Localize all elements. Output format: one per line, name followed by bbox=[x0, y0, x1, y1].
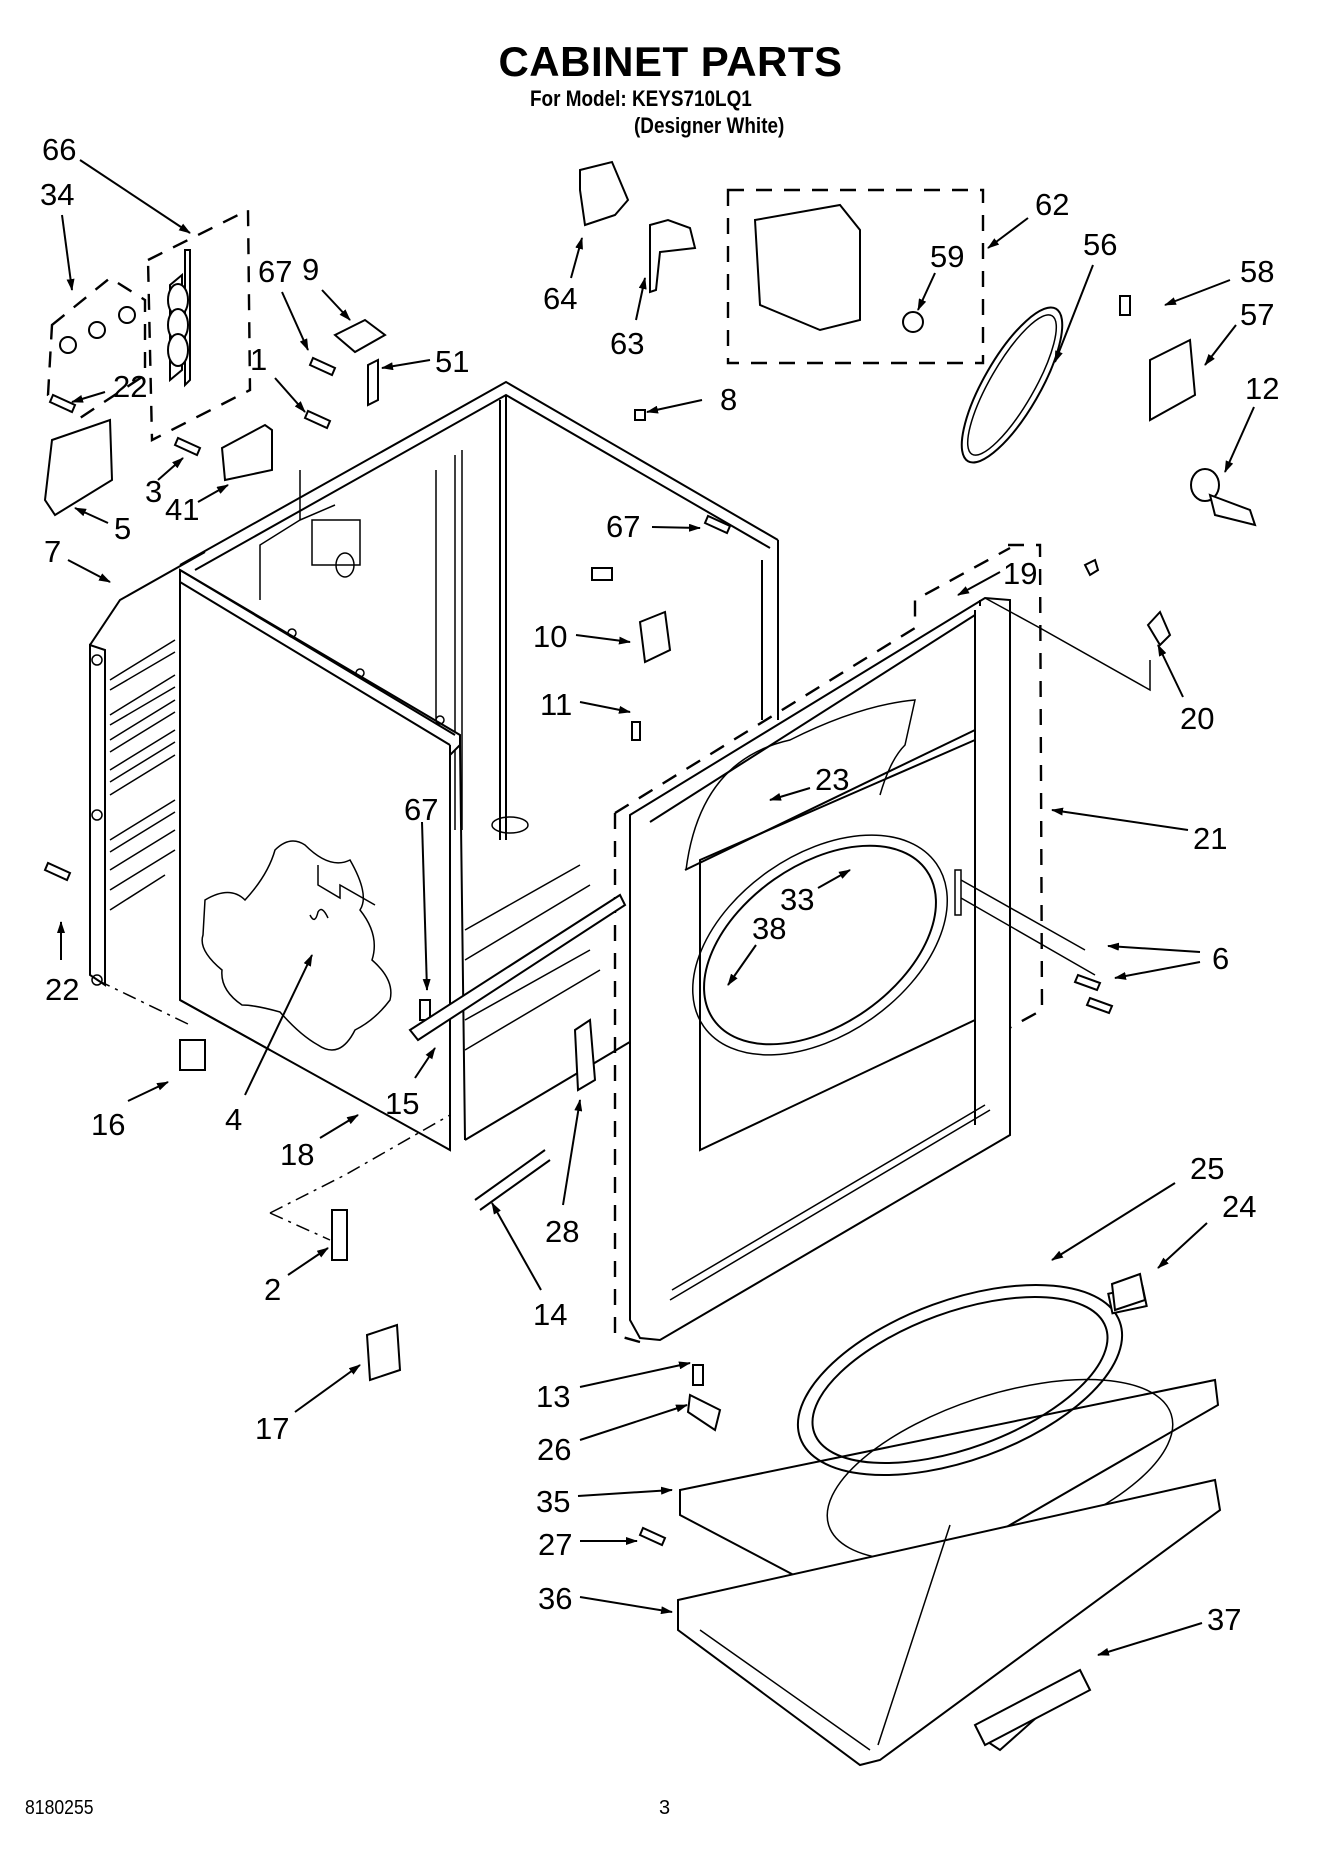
callout-38: 38 bbox=[752, 911, 786, 946]
callout-23: 23 bbox=[815, 762, 849, 797]
cabinet-body bbox=[89, 380, 779, 1152]
callout-16: 16 bbox=[91, 1107, 125, 1142]
callout-36: 36 bbox=[538, 1581, 572, 1616]
callout-41: 41 bbox=[165, 492, 199, 527]
callout-67: 67 bbox=[258, 254, 292, 289]
callout-9: 9 bbox=[302, 252, 319, 287]
small-parts bbox=[43, 160, 1257, 1747]
callout-28: 28 bbox=[545, 1214, 579, 1249]
callout-12: 12 bbox=[1245, 371, 1279, 406]
callout-5: 5 bbox=[114, 511, 131, 546]
callout-63: 63 bbox=[610, 326, 644, 361]
callout-13: 13 bbox=[536, 1379, 570, 1414]
model-number: For Model: KEYS710LQ1 bbox=[530, 86, 752, 111]
callout-21: 21 bbox=[1193, 821, 1227, 856]
callout-3: 3 bbox=[145, 474, 162, 509]
callout-66: 66 bbox=[42, 132, 76, 167]
callout-4: 4 bbox=[225, 1102, 242, 1137]
callout-1: 1 bbox=[250, 342, 267, 377]
model-color: (Designer White) bbox=[634, 113, 785, 138]
callout-56: 56 bbox=[1083, 227, 1117, 262]
callout-59: 59 bbox=[930, 239, 964, 274]
callout-34: 34 bbox=[40, 177, 74, 212]
callout-27: 27 bbox=[538, 1527, 572, 1562]
callout-64: 64 bbox=[543, 281, 577, 316]
callout-20: 20 bbox=[1180, 701, 1214, 736]
callout-35: 35 bbox=[536, 1484, 570, 1519]
callout-37: 37 bbox=[1207, 1602, 1241, 1637]
callout-58: 58 bbox=[1240, 254, 1274, 289]
callout-22: 22 bbox=[113, 369, 147, 404]
callout-7: 7 bbox=[44, 534, 61, 569]
callout-19: 19 bbox=[1003, 556, 1037, 591]
callout-6: 6 bbox=[1212, 941, 1229, 976]
callout-33: 33 bbox=[780, 882, 814, 917]
callout-22b: 22 bbox=[45, 972, 79, 1007]
callout-10: 10 bbox=[533, 619, 567, 654]
front-panel bbox=[613, 543, 1151, 1344]
callout-8: 8 bbox=[720, 382, 737, 417]
page-number: 3 bbox=[659, 1797, 671, 1819]
callout-2: 2 bbox=[264, 1272, 281, 1307]
callout-15: 15 bbox=[385, 1086, 419, 1121]
callout-57: 57 bbox=[1240, 297, 1274, 332]
page-title: CABINET PARTS bbox=[498, 38, 843, 85]
callout-labels: 66 34 67 9 51 1 22 3 41 5 7 64 63 59 62 … bbox=[40, 132, 1279, 1637]
callout-26: 26 bbox=[537, 1432, 571, 1467]
callout-14: 14 bbox=[533, 1297, 567, 1332]
callout-62: 62 bbox=[1035, 187, 1069, 222]
callout-11: 11 bbox=[540, 687, 572, 722]
base-assembly bbox=[677, 1283, 1222, 1767]
callout-25: 25 bbox=[1190, 1151, 1224, 1186]
document-number: 8180255 bbox=[25, 1797, 94, 1819]
callout-67c: 67 bbox=[404, 792, 438, 827]
callout-67b: 67 bbox=[606, 509, 640, 544]
callout-17: 17 bbox=[255, 1411, 289, 1446]
callout-51: 51 bbox=[435, 344, 469, 379]
callout-18: 18 bbox=[280, 1137, 314, 1172]
callout-24: 24 bbox=[1222, 1189, 1256, 1224]
callout-leaders bbox=[57, 159, 1255, 1656]
